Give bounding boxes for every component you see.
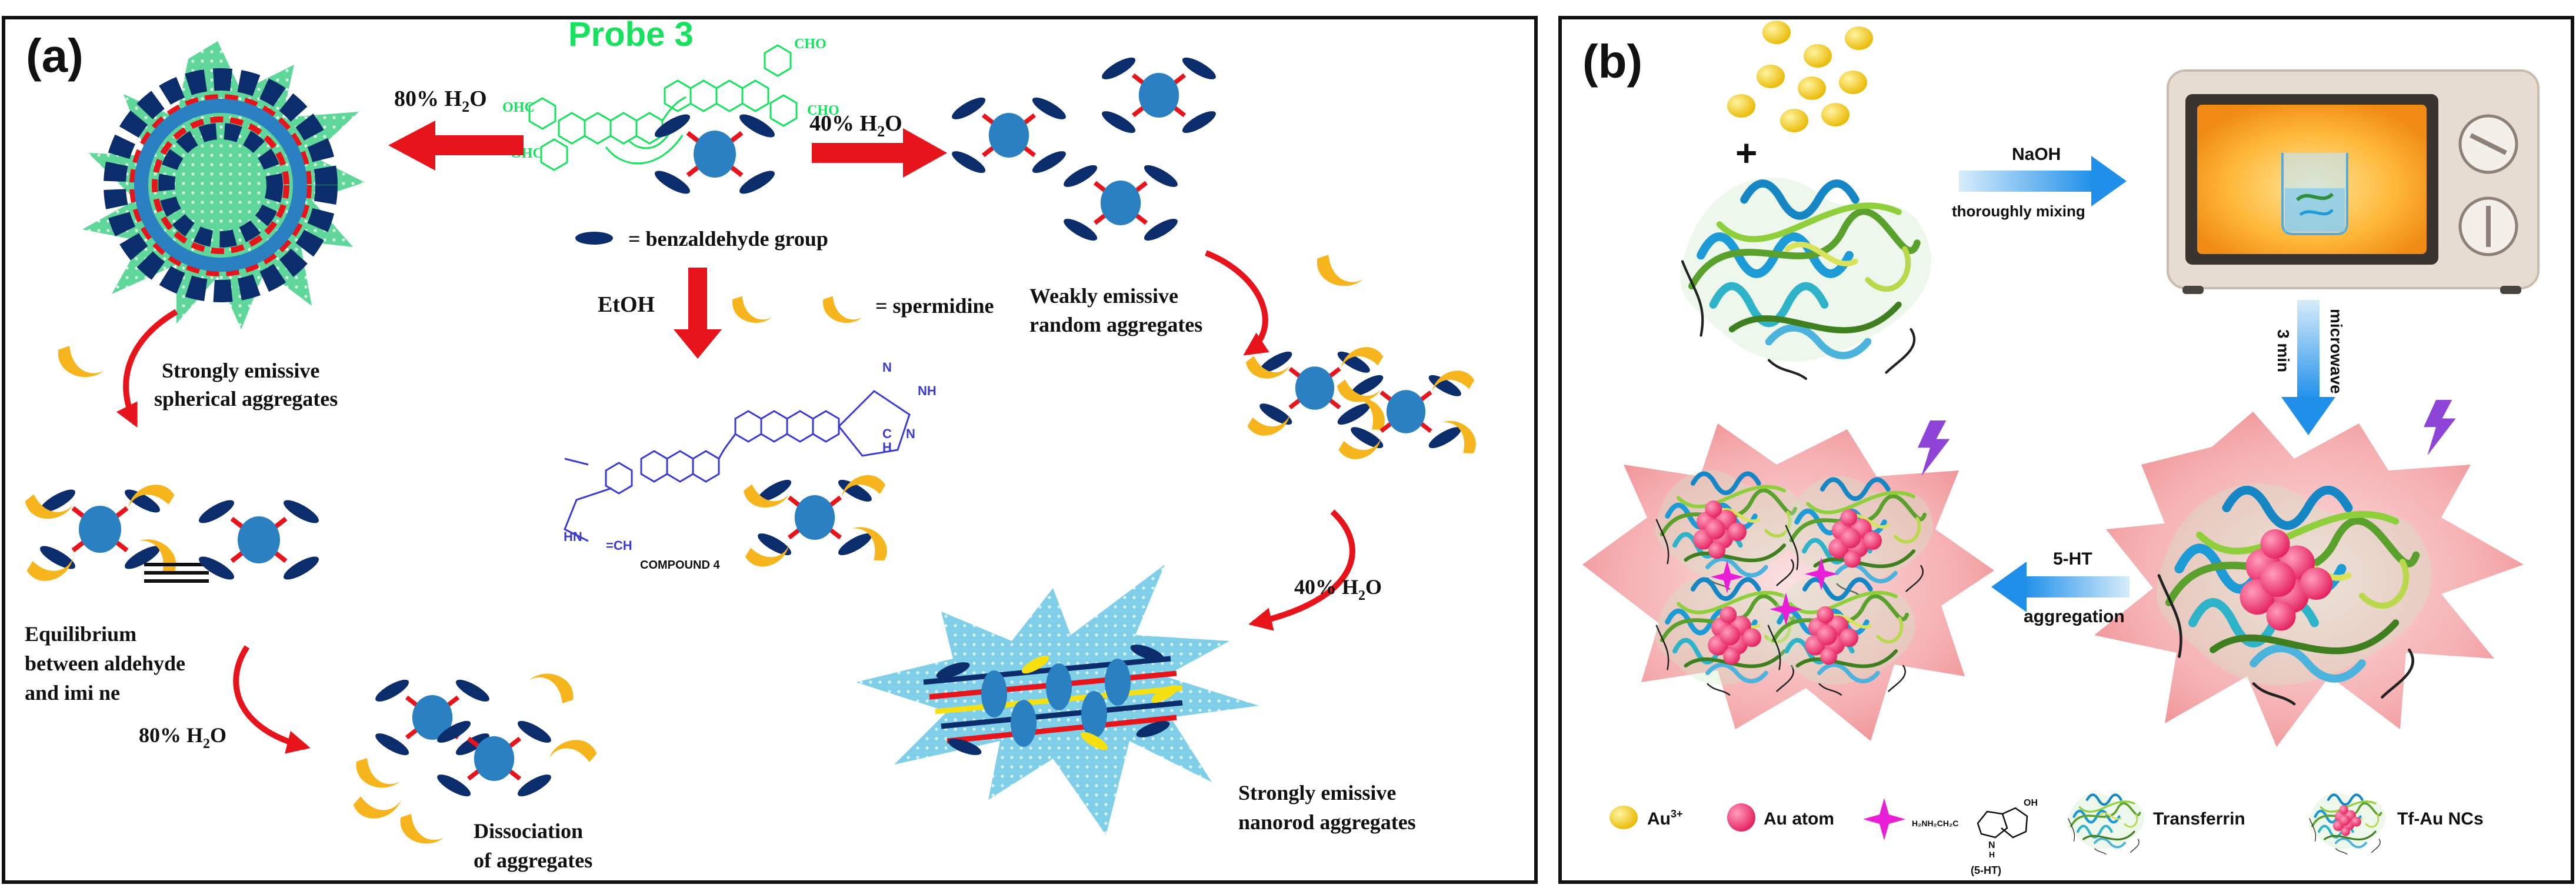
water-80-label-top: 80% H2O — [394, 86, 487, 115]
microwave-arrow — [2281, 300, 2335, 435]
compound-4-structure — [564, 390, 911, 542]
tf-au-legend-label: Tf-Au NCs — [2397, 809, 2484, 829]
serotonin-h: H — [1989, 850, 1995, 859]
weak-label-2: random aggregates — [1029, 313, 1202, 336]
oven-dial-bottom — [2458, 196, 2518, 256]
panel-b: (b) + NaOH thoroughly mixing — [1558, 16, 2574, 884]
equilibrium-label-2: between aldehyde — [25, 652, 185, 675]
tf-au-nc-burst — [2094, 412, 2524, 747]
serotonin-legend-icon — [1863, 798, 1905, 840]
benzaldehyde-legend-label: = benzaldehyde group — [628, 227, 828, 251]
cho-label-2: CHO — [807, 103, 839, 118]
curved-arrow-left-1 — [116, 309, 178, 428]
au3-legend-label: Au3+ — [1647, 808, 1683, 829]
beaker-icon — [2281, 153, 2348, 235]
oven-dial-top — [2458, 114, 2518, 174]
au3-legend-icon — [1609, 806, 1638, 829]
serotonin-nh: N — [1988, 840, 1995, 850]
mixing-label: thoroughly mixing — [1952, 202, 2085, 220]
microwave-oven — [2167, 69, 2540, 294]
gold-ions — [1727, 21, 1873, 132]
spermidine-legend-label: = spermidine — [875, 294, 994, 318]
imine-ch-left: =CH — [606, 538, 632, 553]
curved-arrow-left-2 — [233, 645, 311, 754]
au-atom-legend-icon — [1727, 803, 1755, 832]
nh-label-right: NH — [918, 383, 937, 398]
water-80-arrow-top — [388, 121, 524, 171]
water-40-arrow-top — [812, 128, 947, 178]
dissociation-label-2: of aggregates — [474, 849, 592, 872]
imine-c-right: C — [882, 426, 892, 441]
nanorod-label-1: Strongly emissive — [1238, 781, 1396, 804]
serotonin-formula: H₂NH₂CH₂C — [1912, 819, 1958, 828]
au-atom-legend-label: Au atom — [1764, 809, 1834, 829]
naoh-label: NaOH — [2012, 145, 2061, 164]
serotonin-name: (5-HT) — [1971, 864, 2001, 876]
curved-arrow-right-1 — [1205, 250, 1269, 356]
time-label: 3 min — [2274, 329, 2292, 372]
ethanol-label: EtOH — [598, 292, 655, 317]
equilibrium-label-1: Equilibrium — [25, 622, 136, 646]
serotonin-oh: OH — [2024, 798, 2038, 808]
panel-a-label: (a) — [26, 29, 84, 82]
serotonin-arrow — [1991, 562, 2130, 612]
nanorod-label-2: nanorod aggregates — [1238, 810, 1416, 834]
aggregation-label: aggregation — [2024, 607, 2125, 626]
ethanol-arrow — [674, 268, 722, 359]
benzaldehyde-legend-icon — [575, 232, 613, 245]
panel-a: (a) Probe 3 CHO CHO OHC OHC — [2, 15, 1538, 884]
serotonin-label: 5-HT — [2053, 549, 2092, 569]
spherical-label-2: spherical aggregates — [154, 387, 338, 410]
naoh-arrow — [1959, 156, 2127, 206]
spherical-label-1: Strongly emissive — [162, 359, 319, 382]
aggregated-burst — [1582, 423, 1994, 741]
water-80-label-bottom: 80% H2O — [139, 723, 226, 752]
serotonin-stars — [1711, 557, 1838, 626]
transferrin-legend-label: Transferrin — [2153, 809, 2245, 829]
equilibrium-label-3: and imi ne — [25, 681, 120, 705]
curved-arrow-right-2 — [1248, 509, 1355, 631]
water-40-label-right: 40% H2O — [1294, 575, 1382, 603]
water-40-label-top: 40% H2O — [809, 111, 902, 140]
dissociation-label-1: Dissociation — [474, 819, 583, 843]
probe-label: Probe 3 — [568, 15, 694, 54]
microwave-label: microwave — [2327, 309, 2345, 394]
cho-label-1: CHO — [794, 36, 827, 52]
panel-b-legend: Au3+ Au atom H₂NH₂CH₂C OH N H (5-HT) Tra… — [1609, 793, 2484, 876]
imine-n-right: N — [882, 360, 892, 375]
plus-sign: + — [1735, 132, 1757, 174]
weak-label-1: Weakly emissive — [1029, 284, 1178, 308]
nanorod-aggregate — [856, 565, 1259, 835]
ohc-label-1: OHC — [502, 100, 535, 115]
equilibrium-symbol — [144, 563, 209, 583]
imine-h-right: H — [882, 440, 892, 455]
imine-n-right-2: N — [906, 426, 915, 441]
hn-label-left: HN — [564, 529, 582, 544]
spherical-aggregate — [82, 41, 365, 329]
panel-b-label: (b) — [1582, 35, 1642, 88]
compound-4-label: COMPOUND 4 — [640, 559, 720, 572]
serotonin-structure: H₂NH₂CH₂C OH N H (5-HT) — [1912, 798, 2038, 876]
